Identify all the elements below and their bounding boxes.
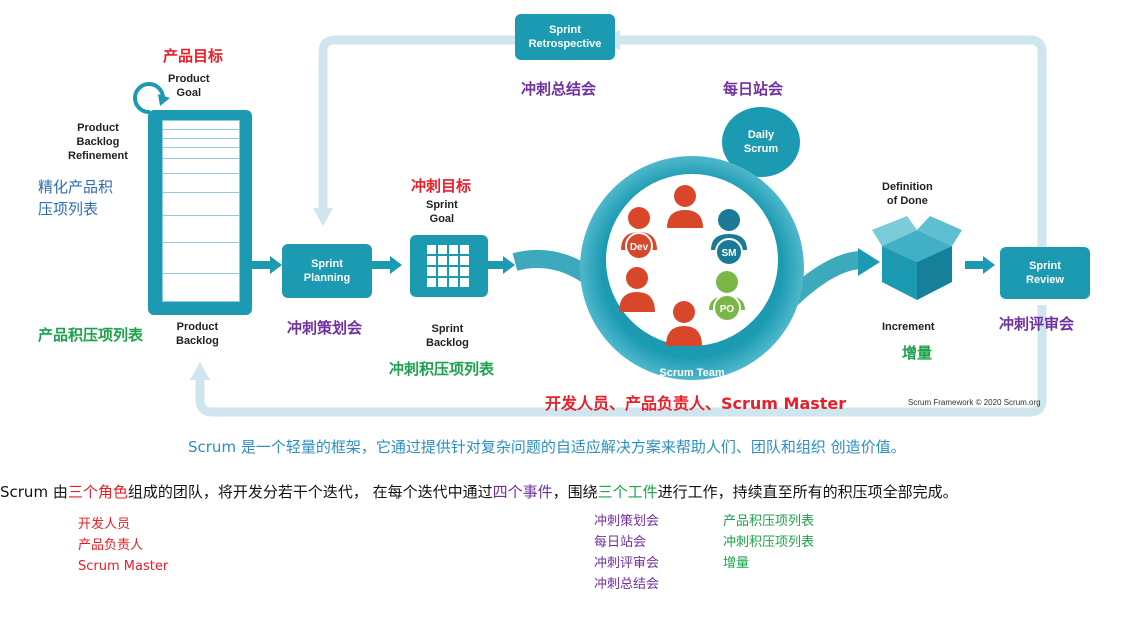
events-highlight: 四个事件 xyxy=(492,483,553,501)
sm-person-icon xyxy=(711,209,747,266)
person-left-icon xyxy=(619,267,655,312)
product-backlog-box xyxy=(148,110,252,315)
artifact-item: 产品积压项列表 xyxy=(723,514,815,529)
bottom-loop-arrow xyxy=(195,305,1047,417)
sprint-backlog-cn: 冲刺积压项列表 xyxy=(389,360,495,378)
artifact-item: 冲刺积压项列表 xyxy=(723,535,815,550)
refinement-cn: 精化产品积 压项列表 xyxy=(38,178,114,218)
person-bottom-icon xyxy=(666,301,702,346)
sprint-backlog-grid-icon xyxy=(427,245,469,287)
sprint-backlog-en: Sprint Backlog xyxy=(426,323,469,349)
sprint-retrospective-cn: 冲刺总结会 xyxy=(521,80,597,98)
sprint-review-en: Sprint Review xyxy=(1026,260,1064,286)
sprint-review-cn: 冲刺评审会 xyxy=(999,315,1075,333)
sprint-goal-en: Sprint Goal xyxy=(426,199,458,225)
increment-box-icon xyxy=(872,216,962,300)
sprint-planning-box: Sprint Planning xyxy=(282,244,372,298)
refinement-en: Product Backlog Refinement xyxy=(68,122,128,162)
artifacts-highlight: 三个工件 xyxy=(597,483,658,501)
events-list: 冲刺策划会 每日站会 冲刺评审会 冲刺总结会 xyxy=(594,511,659,595)
product-goal-cn: 产品目标 xyxy=(163,47,224,65)
event-item: 每日站会 xyxy=(594,535,647,550)
sm-label: SM xyxy=(722,248,737,259)
artifacts-list: 产品积压项列表 冲刺积压项列表 增量 xyxy=(723,511,814,574)
roles-highlight: 三个角色 xyxy=(67,483,128,501)
sprint-retrospective-en: Sprint Retrospective xyxy=(528,24,602,50)
dev-person-icon xyxy=(621,207,657,260)
increment-cn: 增量 xyxy=(902,344,933,362)
sprint-review-box: Sprint Review xyxy=(1000,247,1090,299)
backlog-list xyxy=(162,120,240,302)
event-item: 冲刺策划会 xyxy=(594,514,660,529)
sprint-planning-en: Sprint Planning xyxy=(303,258,351,284)
artifact-item: 增量 xyxy=(723,556,750,571)
sprint-goal-cn: 冲刺目标 xyxy=(411,177,472,195)
summary-part-4: 进行工作，持续直至所有的积压项全部完成。 xyxy=(657,483,958,501)
daily-scrum-en: Daily Scrum xyxy=(743,129,779,155)
planning-arrowhead xyxy=(313,208,333,226)
event-item: 冲刺总结会 xyxy=(594,577,660,592)
sprint-planning-cn: 冲刺策划会 xyxy=(287,319,363,337)
po-label: PO xyxy=(720,304,735,315)
person-top-icon xyxy=(667,185,703,228)
event-item: 冲刺评审会 xyxy=(594,556,660,571)
sprint-retrospective-box: Sprint Retrospective xyxy=(515,14,615,60)
retro-to-planning-arrow xyxy=(318,35,515,208)
backlog-arrowhead xyxy=(190,362,210,380)
copyright: Scrum Framework © 2020 Scrum.org xyxy=(908,398,1041,407)
caption: Scrum 是一个轻量的框架，它通过提供针对复杂问题的自适应解决方案来帮助人们、… xyxy=(188,438,906,456)
role-item: 开发人员 xyxy=(78,517,131,532)
roles-list: 开发人员 产品负责人 Scrum Master xyxy=(78,514,168,577)
role-item: 产品负责人 xyxy=(78,538,144,553)
daily-scrum-cn: 每日站会 xyxy=(723,80,784,98)
summary-part-3: ，围绕 xyxy=(552,483,598,501)
product-backlog-en: Product Backlog xyxy=(176,321,219,347)
product-backlog-cn: 产品积压项列表 xyxy=(38,326,144,344)
sprint-backlog-box xyxy=(410,235,488,297)
summary: Scrum 由三个角色组成的团队，将开发分若干个迭代， 在每个迭代中通过四个事件… xyxy=(0,482,958,502)
po-person-icon xyxy=(709,271,745,322)
definition-of-done-en: Definition of Done xyxy=(882,181,933,207)
sprint-circle: Dev SM PO Scrum Team xyxy=(580,156,804,380)
team-members-cn: 开发人员、产品负责人、Scrum Master xyxy=(545,394,847,413)
review-to-retro-arrow xyxy=(615,35,1047,255)
summary-part-1: Scrum 由 xyxy=(0,483,68,501)
dev-label: Dev xyxy=(630,242,649,253)
summary-part-2: 组成的团队，将开发分若干个迭代， 在每个迭代中通过 xyxy=(127,483,493,501)
increment-en: Increment xyxy=(882,321,935,333)
refinement-cycle-arrow xyxy=(133,82,165,115)
role-item: Scrum Master xyxy=(78,559,169,574)
product-goal-en: Product Goal xyxy=(168,73,210,99)
scrum-team-label: Scrum Team xyxy=(659,367,724,379)
